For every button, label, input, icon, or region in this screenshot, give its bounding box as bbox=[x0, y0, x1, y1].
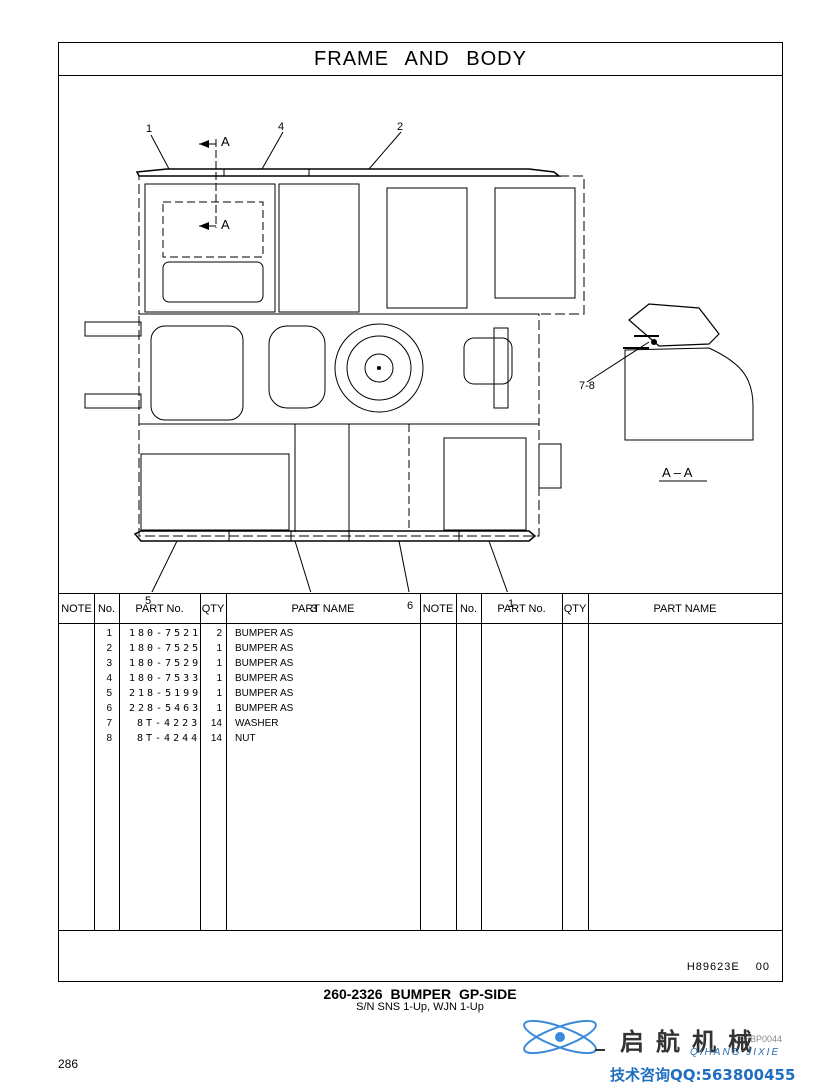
item-number: 5 bbox=[106, 688, 112, 699]
column-divider bbox=[226, 594, 227, 930]
watermark-company-name: 启航机械 bbox=[620, 1028, 764, 1056]
part-name: BUMPER AS bbox=[235, 643, 294, 654]
part-number: 218-5199 bbox=[129, 688, 202, 699]
part-name: BUMPER AS bbox=[235, 688, 294, 699]
item-number: 7 bbox=[106, 718, 112, 729]
group-title: 260-2326 BUMPER GP-SIDE bbox=[323, 986, 517, 1002]
callout-label: 7-8 bbox=[579, 380, 595, 392]
table-row: 7 8T-4223 14 WASHER bbox=[59, 716, 420, 731]
table-row: 2 180-7525 1 BUMPER AS bbox=[59, 641, 420, 656]
part-number: 228-5463 bbox=[129, 703, 202, 714]
part-number: 8T-4223 bbox=[137, 718, 201, 729]
page-title: FRAME AND BODY bbox=[59, 43, 782, 76]
part-number: 180-7521 bbox=[129, 628, 202, 639]
quantity: 14 bbox=[210, 733, 222, 744]
quantity: 1 bbox=[216, 673, 222, 684]
table-row: 5 218-5199 1 BUMPER AS bbox=[59, 686, 420, 701]
callout-label: 2 bbox=[397, 121, 404, 133]
col-header-part-name: PART NAME bbox=[653, 602, 717, 615]
frame-drawing-svg bbox=[84, 131, 754, 592]
quantity: 2 bbox=[216, 628, 222, 639]
item-number: 1 bbox=[106, 628, 112, 639]
quantity: 14 bbox=[210, 718, 222, 729]
callout-label: 6 bbox=[407, 600, 414, 612]
section-mark: A bbox=[221, 134, 230, 149]
part-number: 180-7525 bbox=[129, 643, 202, 654]
table-row: 1 180-7521 2 BUMPER AS bbox=[59, 626, 420, 641]
watermark-ref: XEBP0044 bbox=[738, 1034, 783, 1044]
column-divider bbox=[456, 594, 457, 930]
callout-label: 5 bbox=[145, 595, 152, 607]
callout-label: 1 bbox=[146, 123, 153, 135]
table-row: 4 180-7533 1 BUMPER AS bbox=[59, 671, 420, 686]
item-number: 4 bbox=[106, 673, 112, 684]
watermark-contact: 技术咨询QQ:563800455 bbox=[610, 1066, 796, 1084]
part-number: 180-7529 bbox=[129, 658, 202, 669]
column-divider bbox=[94, 594, 95, 930]
quantity: 1 bbox=[216, 688, 222, 699]
col-header-qty: QTY bbox=[201, 602, 225, 615]
col-header-qty: QTY bbox=[563, 602, 587, 615]
parts-table: NOTE No. PART No. QTY PART NAME NOTE No.… bbox=[59, 594, 782, 931]
part-number: 8T-4244 bbox=[137, 733, 201, 744]
item-number: 3 bbox=[106, 658, 112, 669]
part-name: BUMPER AS bbox=[235, 673, 294, 684]
column-divider bbox=[481, 594, 482, 930]
callout-label: 1 bbox=[508, 598, 515, 610]
part-name: BUMPER AS bbox=[235, 703, 294, 714]
part-name: BUMPER AS bbox=[235, 658, 294, 669]
exploded-drawing: 1 4 2 5 3 6 1 7-8 A A A – A bbox=[59, 76, 782, 615]
section-mark: A bbox=[221, 217, 230, 232]
part-name: WASHER bbox=[235, 718, 279, 729]
drawing-revision: 00 bbox=[755, 961, 770, 973]
col-header-part-no: PART No. bbox=[497, 602, 546, 615]
parts-page-frame: FRAME AND BODY bbox=[58, 42, 783, 982]
watermark-pinyin: QIHANG JIXIE bbox=[690, 1047, 781, 1058]
section-view-label: A – A bbox=[662, 465, 693, 480]
column-divider bbox=[200, 594, 201, 930]
column-divider bbox=[562, 594, 563, 930]
callout-label: 3 bbox=[311, 603, 318, 615]
item-number: 2 bbox=[106, 643, 112, 654]
serial-range: S/N SNS 1-Up, WJN 1-Up bbox=[356, 1001, 484, 1013]
table-row: 3 180-7529 1 BUMPER AS bbox=[59, 656, 420, 671]
col-header-no: No. bbox=[97, 602, 116, 615]
col-header-part-name: PART NAME bbox=[291, 602, 355, 615]
item-number: 8 bbox=[106, 733, 112, 744]
watermark-logo-icon bbox=[523, 1019, 605, 1055]
table-row: 6 228-5463 1 BUMPER AS bbox=[59, 701, 420, 716]
column-divider bbox=[588, 594, 589, 930]
col-header-note: NOTE bbox=[61, 602, 92, 615]
callout-label: 4 bbox=[278, 121, 285, 133]
quantity: 1 bbox=[216, 643, 222, 654]
quantity: 1 bbox=[216, 703, 222, 714]
part-name: NUT bbox=[235, 733, 256, 744]
table-row: 8 8T-4244 14 NUT bbox=[59, 731, 420, 746]
col-header-part-no: PART No. bbox=[135, 602, 184, 615]
drawing-number: H89623E bbox=[686, 961, 740, 973]
col-header-no: No. bbox=[459, 602, 478, 615]
page-number: 286 bbox=[58, 1057, 79, 1071]
drawing-code: H89623E 00 bbox=[687, 961, 770, 973]
column-divider bbox=[119, 594, 120, 930]
item-number: 6 bbox=[106, 703, 112, 714]
col-header-note: NOTE bbox=[422, 602, 454, 615]
quantity: 1 bbox=[216, 658, 222, 669]
part-number: 180-7533 bbox=[129, 673, 202, 684]
part-name: BUMPER AS bbox=[235, 628, 294, 639]
column-divider bbox=[420, 594, 421, 930]
